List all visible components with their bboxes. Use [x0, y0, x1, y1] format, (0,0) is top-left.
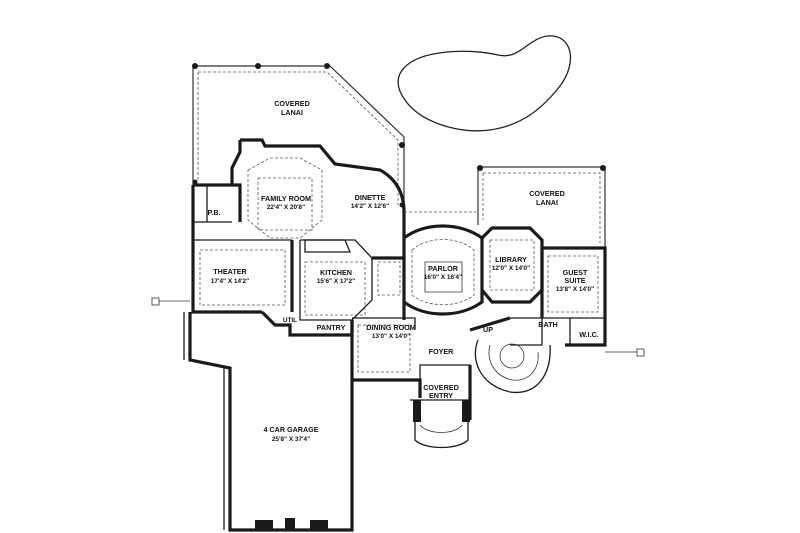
wic-label: W.I.C.	[579, 330, 599, 339]
covered-entry-label-1: COVERED	[423, 383, 459, 392]
dinette-label: DINETTE	[355, 193, 386, 202]
parlor-dims: 16'0" X 16'4"	[424, 274, 462, 281]
dining-room-label: DINING ROOM	[366, 323, 416, 332]
rear-lanai-label-1: COVERED	[274, 99, 310, 108]
stair-up-label: UP	[483, 325, 493, 334]
util-label: UTIL	[283, 317, 297, 324]
exterior-walls	[183, 138, 607, 532]
pb-label: P.B.	[207, 208, 220, 217]
garage-label: 4 CAR GARAGE	[263, 425, 318, 434]
pantry-label: PANTRY	[317, 323, 346, 332]
guest-suite-label-2: SUITE	[564, 276, 585, 285]
theater-label: THEATER	[213, 267, 247, 276]
family-room-label: FAMILY ROOM	[261, 194, 311, 203]
covered-entry-label-2: ENTRY	[429, 391, 453, 400]
library-label: LIBRARY	[495, 255, 527, 264]
family-room-dims: 22'4" X 20'8"	[267, 204, 305, 211]
pool-outline	[397, 35, 572, 132]
foyer-label: FOYER	[429, 347, 455, 356]
dinette-dims: 14'2" X 12'6"	[351, 203, 389, 210]
library-dims: 12'0" X 14'0"	[492, 265, 530, 272]
interior-dashes	[199, 157, 476, 316]
kitchen-dims: 15'6" X 17'2"	[317, 278, 355, 285]
side-lanai-label-2: LANAI	[536, 198, 558, 207]
bath-label: BATH	[538, 320, 557, 329]
rear-lanai-label-2: LANAI	[281, 108, 303, 117]
guest-suite-label-1: GUEST	[563, 268, 588, 277]
kitchen-label: KITCHEN	[320, 268, 352, 277]
dining-room-dims: 13'0" X 14'0"	[372, 333, 410, 340]
side-lanai-label-1: COVERED	[529, 189, 565, 198]
garage-dims: 25'8" X 37'4"	[272, 436, 310, 443]
rear-lanai	[192, 63, 405, 210]
guest-suite-dims: 13'8" X 14'0"	[556, 286, 594, 293]
exterior-lights	[151, 297, 645, 357]
parlor-label: PARLOR	[428, 264, 459, 273]
theater-dims: 17'4" X 14'2"	[211, 278, 249, 285]
side-lanai	[477, 165, 606, 248]
